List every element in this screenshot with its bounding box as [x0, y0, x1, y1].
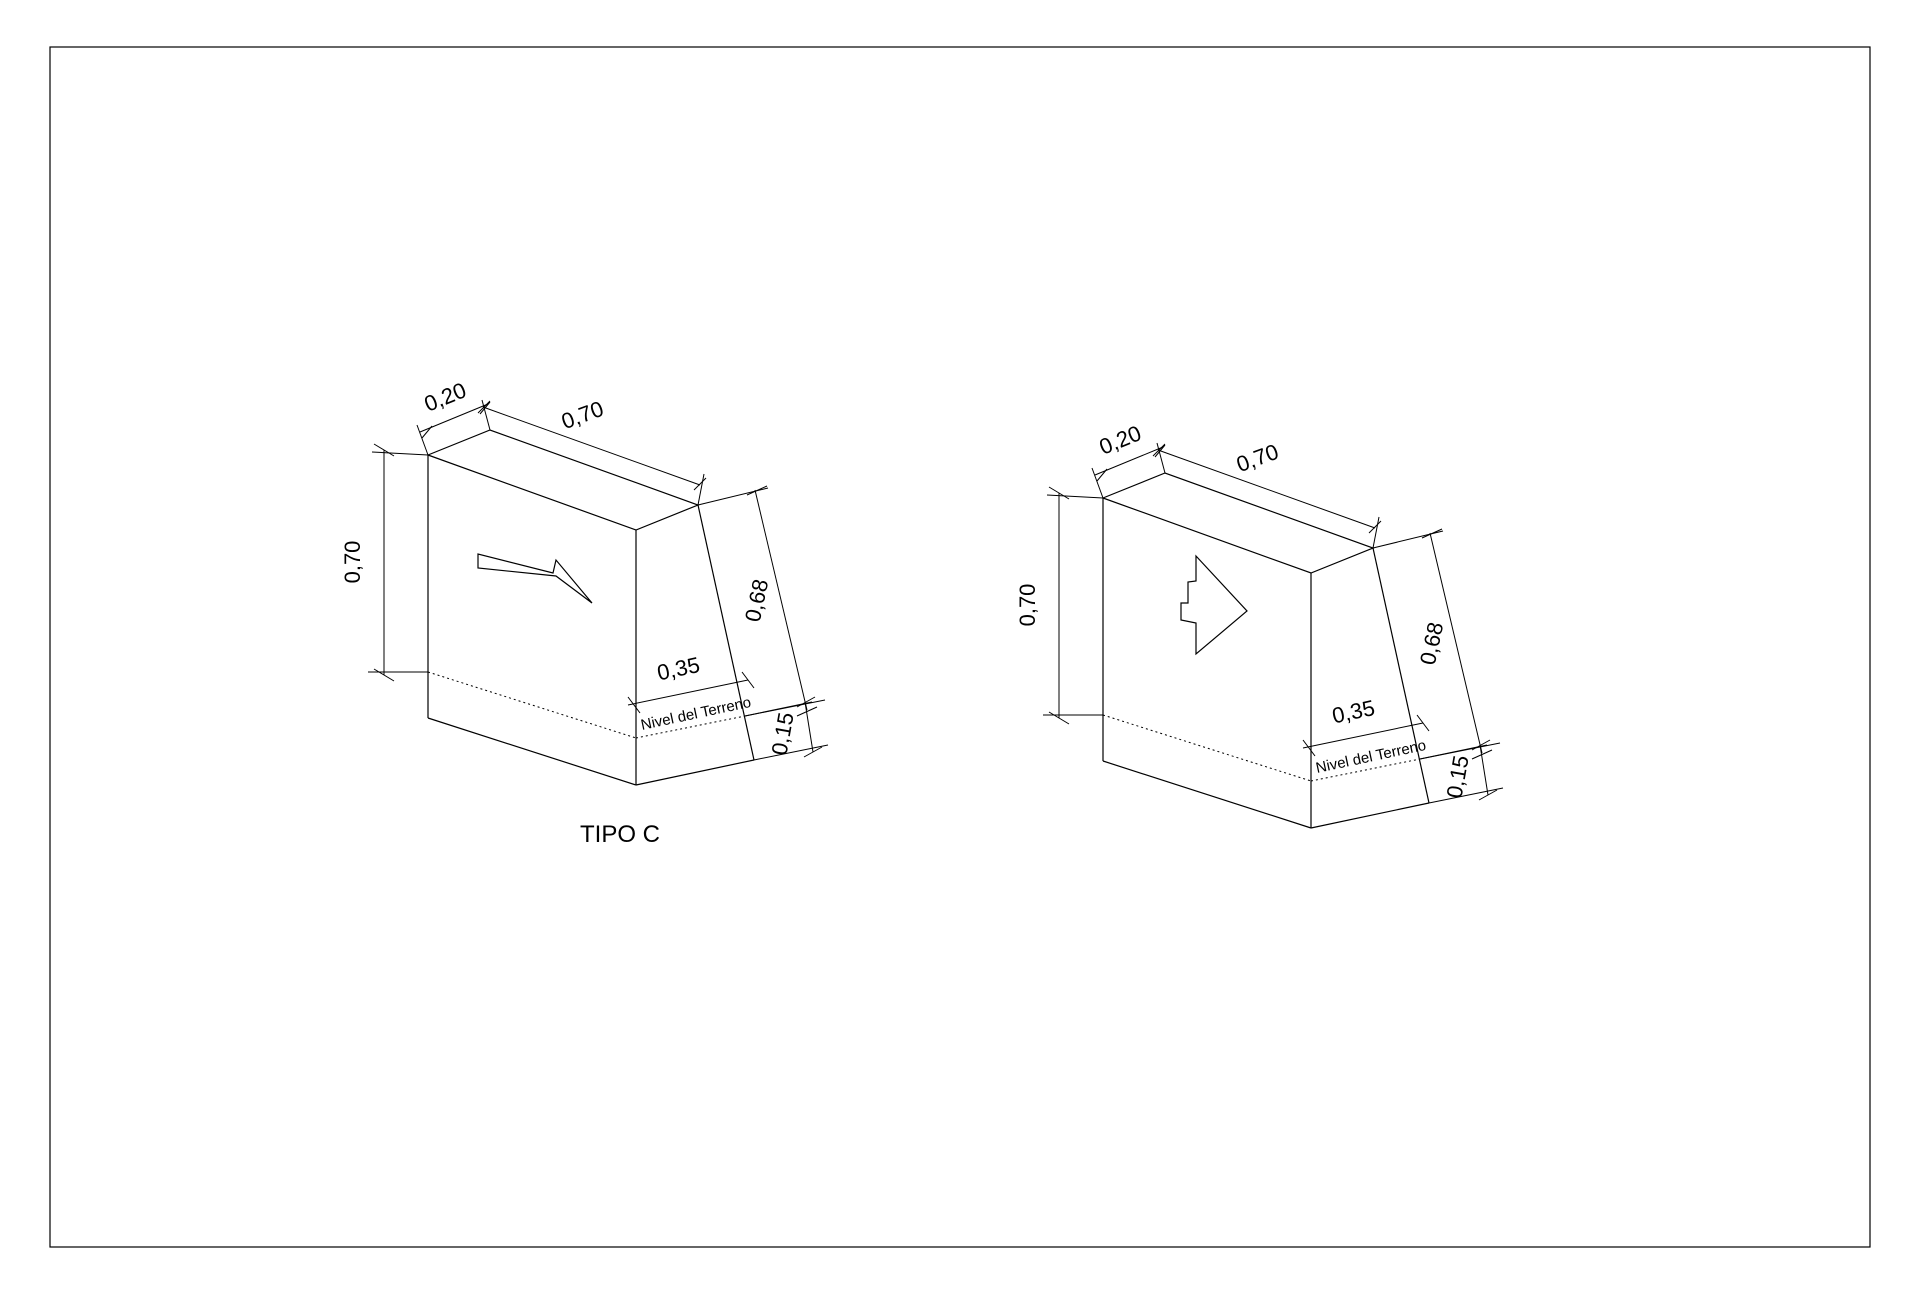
dim-height: 0,70	[1015, 486, 1104, 725]
dim-top-depth-label: 0,20	[421, 377, 470, 416]
dim-buried: 0,15	[1419, 739, 1504, 804]
dim-base-label: 0,35	[655, 652, 702, 685]
bottom-edge-side	[635, 759, 755, 786]
ground-line-front	[427, 671, 637, 739]
dim-slant-label: 0,68	[740, 577, 773, 624]
dim-height: 0,70	[340, 443, 429, 682]
bottom-edge-side	[1310, 802, 1430, 829]
slanted-edge	[697, 504, 755, 761]
ground-level-label: Nivel del Terreno	[639, 694, 752, 734]
top-face	[1102, 472, 1375, 574]
dim-slant: 0,68	[1372, 528, 1493, 760]
dim-buried-label: 0,15	[1442, 753, 1474, 800]
dim-top-depth: 0,20	[1091, 420, 1166, 499]
dim-buried: 0,15	[744, 696, 829, 761]
block-arrowhead: 0,20 0,70 0,70 0,68	[1015, 420, 1504, 829]
dim-height-label: 0,70	[340, 541, 365, 584]
sheet-border	[49, 46, 1871, 1248]
dim-top-width-label: 0,70	[558, 396, 607, 434]
top-face	[427, 429, 700, 531]
dim-base-label: 0,35	[1330, 695, 1377, 728]
dim-top-width-label: 0,70	[1233, 439, 1282, 477]
bottom-edge-front	[1102, 760, 1312, 829]
block-tipo-c: 0,20 0,70 0,70 0,68	[340, 377, 829, 848]
bottom-edge-front	[427, 717, 637, 786]
slanted-edge	[1372, 547, 1430, 804]
caption-tipo-c: TIPO C	[580, 821, 660, 848]
ground-line-side	[635, 715, 746, 739]
ground-level-label: Nivel del Terreno	[1314, 737, 1427, 777]
ground-line-front	[1102, 714, 1312, 782]
dim-slant: 0,68	[697, 485, 818, 717]
dim-buried-label: 0,15	[767, 710, 799, 757]
dim-top-depth-label: 0,20	[1096, 420, 1145, 459]
arrowhead-icon	[1180, 554, 1248, 656]
dim-top-width: 0,70	[477, 396, 707, 506]
dim-height-label: 0,70	[1015, 584, 1040, 627]
ground-line-side	[1310, 758, 1421, 782]
dim-top-depth: 0,20	[416, 377, 491, 456]
lightning-arrow-icon	[477, 553, 593, 604]
dim-slant-label: 0,68	[1415, 620, 1448, 667]
dim-top-width: 0,70	[1152, 439, 1382, 549]
